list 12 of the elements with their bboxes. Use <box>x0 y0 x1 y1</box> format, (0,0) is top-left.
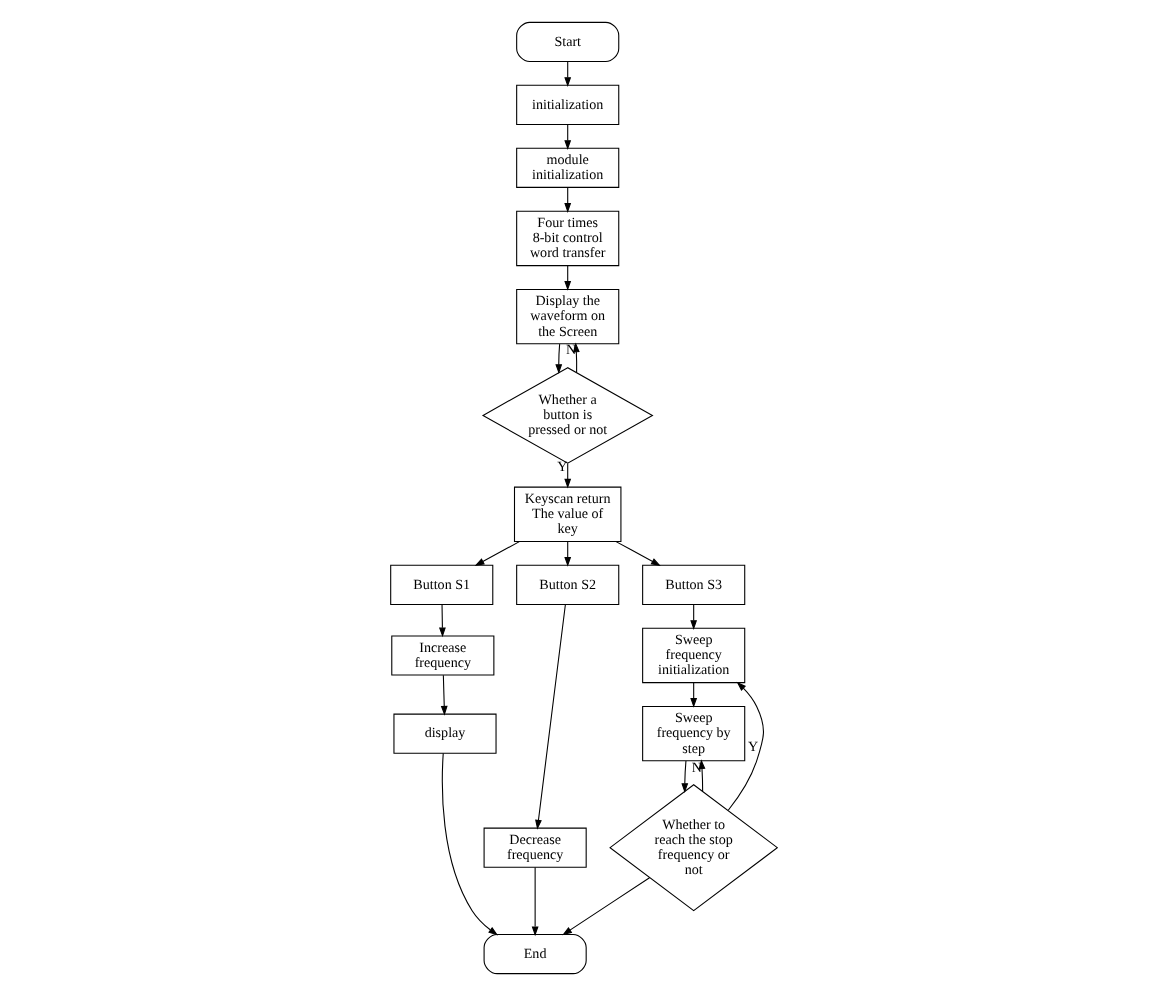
arrow <box>555 342 563 373</box>
arrow <box>615 540 661 565</box>
arrow <box>440 673 448 715</box>
arrow <box>727 680 764 810</box>
arrow <box>681 759 689 793</box>
arrow <box>535 603 566 829</box>
arrow <box>474 540 520 565</box>
arrow <box>438 603 446 637</box>
arrow <box>531 865 539 936</box>
arrow <box>441 751 499 935</box>
arrow <box>564 461 572 488</box>
arrow <box>562 876 651 935</box>
